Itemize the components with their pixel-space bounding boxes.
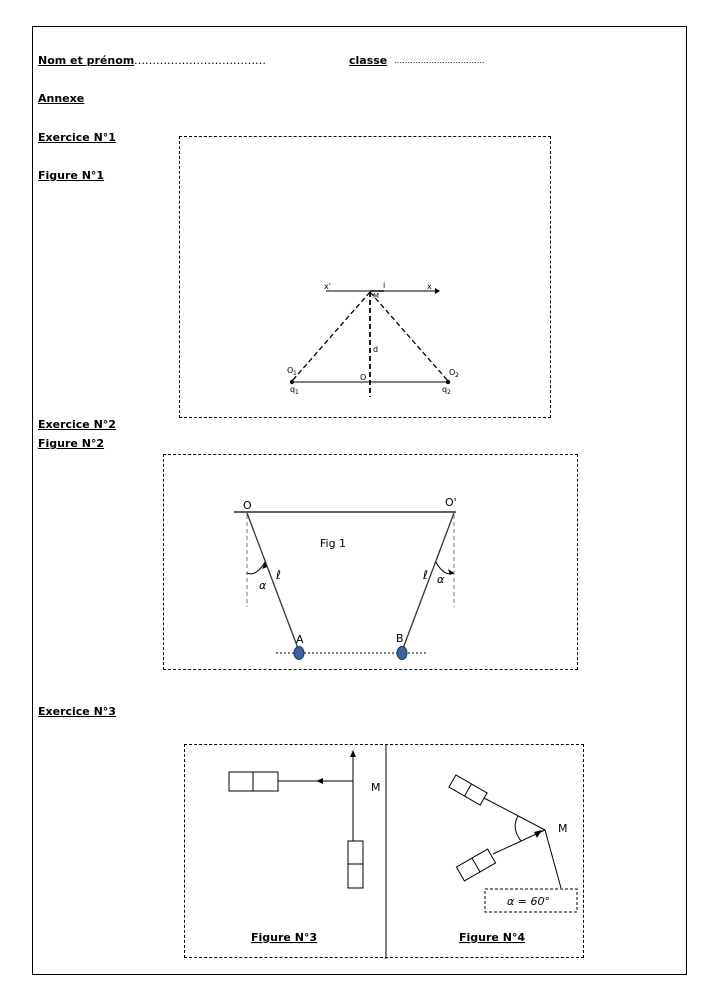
- fig-1-caption: Fig 1: [320, 537, 346, 550]
- annex-heading: Annexe: [38, 92, 85, 105]
- m-label: M: [373, 292, 379, 300]
- thread-right: [401, 512, 455, 652]
- alpha-value-box: [484, 888, 578, 913]
- charge-q1-point: [289, 379, 295, 385]
- class-label: classe: [349, 54, 388, 67]
- length-right-label: ℓ: [422, 568, 428, 582]
- alpha-value-text: α = 60°: [507, 895, 550, 908]
- o1-subscript: 1: [293, 370, 297, 377]
- m-point-right-label: M: [558, 822, 568, 835]
- class-field-dots: …………………………….: [394, 56, 485, 65]
- field-arrow-up: [350, 750, 356, 757]
- q2-subscript: 2: [447, 389, 451, 396]
- o-point-label: O: [243, 499, 252, 512]
- dashed-line-o2-m: [369, 291, 449, 382]
- q1-label: q: [290, 385, 295, 394]
- name-label: Nom et prénom: [38, 54, 135, 67]
- angle-arc-left-arrow: [262, 562, 267, 569]
- o-prime-point-label: O': [445, 496, 457, 509]
- exercise-1-title: Exercice N°1: [38, 131, 116, 144]
- o2-subscript: 2: [455, 372, 459, 379]
- q1-subscript: 1: [295, 389, 299, 396]
- magnet-lower-divider: [471, 857, 481, 873]
- x-axis-arrow: [435, 288, 440, 294]
- b-label: B: [396, 632, 404, 645]
- exercise-2-title: Exercice N°2: [38, 418, 116, 431]
- charge-q2-point: [445, 379, 451, 385]
- ball-a: [293, 646, 305, 660]
- figure-3-4-box: M M α = 60° Figure N°3 Figure N°4: [184, 744, 584, 959]
- m-point-left-label: M: [371, 781, 381, 794]
- o-label: O: [360, 373, 366, 382]
- alpha-left-label: α: [259, 579, 267, 592]
- alpha-right-label: α: [437, 573, 445, 586]
- figure-1-label: Figure N°1: [38, 169, 105, 182]
- page-frame: [32, 26, 687, 975]
- x-prime-label: x': [324, 282, 331, 291]
- angle-arc-right-arrow: [448, 569, 454, 575]
- o1-label: O: [287, 366, 293, 375]
- figure-4-caption: Figure N°4: [459, 931, 525, 944]
- resultant-field-line: [544, 829, 562, 889]
- figure-1-box: x' x i M d O 1 O 2 O q 1 q 2: [179, 136, 551, 418]
- figure-1-diagram: x' x i M d O 1 O 2 O q 1 q 2: [287, 281, 459, 397]
- exercise-3-title: Exercice N°3: [38, 705, 116, 718]
- thread-left: [246, 512, 300, 652]
- resultant-arrow: [534, 830, 542, 838]
- i-label: i: [383, 281, 385, 290]
- ball-b: [396, 646, 408, 660]
- figure-2-label: Figure N°2: [38, 437, 105, 450]
- name-field-dots: ………………………………: [134, 54, 266, 67]
- figure-2-diagram: O O' α α ℓ ℓ Fig 1 A B: [234, 496, 457, 660]
- figure-3-4-diagram: M M α = 60° Figure N°3 Figure N°4: [228, 745, 578, 959]
- o2-label: O: [449, 368, 455, 377]
- magnet-upper-divider: [464, 783, 472, 797]
- d-label: d: [373, 345, 378, 354]
- angle-arc-left: [246, 561, 266, 575]
- q2-label: q: [442, 385, 447, 394]
- x-label: x: [427, 282, 432, 291]
- field-arrow-left: [316, 778, 323, 784]
- length-left-label: ℓ: [275, 568, 281, 582]
- a-label: A: [296, 633, 304, 646]
- figure-3-caption: Figure N°3: [251, 931, 317, 944]
- dashed-line-o1-m: [291, 291, 371, 382]
- angle-arc-fig4: [514, 815, 522, 842]
- figure-2-box: O O' α α ℓ ℓ Fig 1 A B: [163, 454, 578, 670]
- field-line-upper: [483, 797, 546, 831]
